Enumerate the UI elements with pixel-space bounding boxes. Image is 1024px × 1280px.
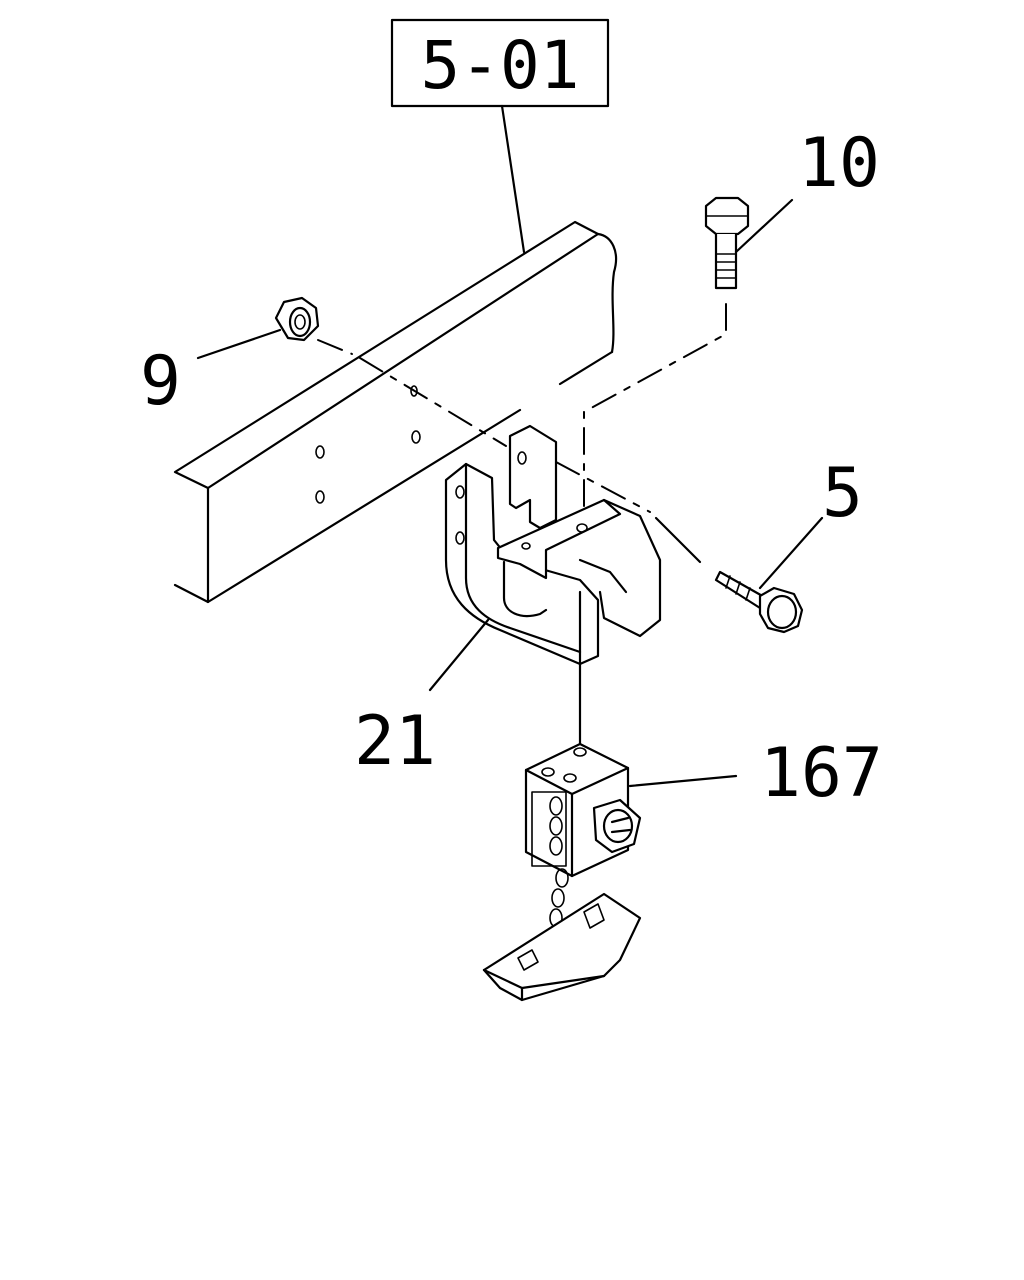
callout-nut-label: 9: [140, 342, 181, 421]
callout-chain-box-label: 167: [760, 734, 883, 813]
bolt-top: [583, 196, 750, 531]
callout-bracket-label: 21: [354, 702, 436, 781]
bolt-side: [714, 570, 804, 634]
callout-bracket: 21: [354, 618, 490, 781]
callout-bolt-top-label: 10: [798, 124, 880, 203]
callout-chain-box: 167: [628, 734, 883, 813]
hook-plate: [482, 892, 642, 1002]
bracket: [444, 424, 702, 666]
frame-rail: [173, 220, 618, 604]
reference-label: 5-01: [421, 27, 580, 104]
callout-bolt-side-label: 5: [822, 454, 863, 533]
flange-nut: [274, 296, 507, 447]
chain-box: [524, 590, 642, 948]
callout-nut: 9: [140, 328, 282, 421]
reference-box: 5-01: [390, 18, 610, 254]
callout-bolt-top: 10: [734, 124, 880, 254]
callout-bolt-side: 5: [758, 454, 863, 590]
